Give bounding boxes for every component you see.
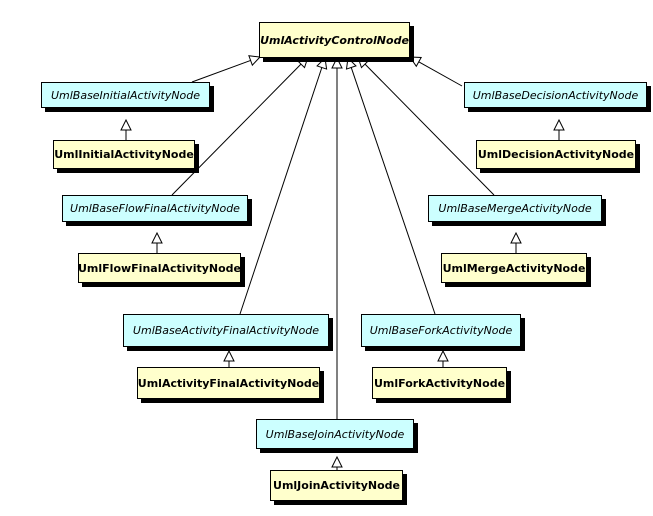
- class-uml-flow-final-activity-node[interactable]: UmlFlowFinalActivityNode: [78, 253, 241, 283]
- inheritance-arrowhead-merge: [510, 231, 522, 244]
- inheritance-arrowhead-base_initial: [248, 55, 262, 67]
- class-uml-join-activity-node[interactable]: UmlJoinActivityNode: [270, 470, 403, 501]
- inheritance-arrowhead-base_activity_final: [316, 56, 328, 70]
- inheritance-arrowhead-base_fork: [345, 56, 357, 70]
- inheritance-line-base_merge: [364, 63, 495, 196]
- inheritance-arrowhead-base_join: [331, 56, 343, 69]
- class-uml-base-activity-final-activity-node[interactable]: UmlBaseActivityFinalActivityNode: [123, 314, 329, 347]
- inheritance-line-base_flow_final: [171, 63, 302, 196]
- inheritance-arrowhead-flow_final: [151, 231, 163, 244]
- inheritance-arrowhead-activity_final: [223, 349, 235, 362]
- inheritance-line-base_decision: [418, 61, 463, 87]
- class-uml-base-flow-final-activity-node[interactable]: UmlBaseFlowFinalActivityNode: [62, 195, 248, 222]
- class-uml-base-initial-activity-node[interactable]: UmlBaseInitialActivityNode: [41, 82, 210, 108]
- inheritance-arrowhead-base_merge: [357, 56, 370, 69]
- inheritance-arrowhead-base_decision: [409, 56, 422, 68]
- inheritance-arrowhead-base_flow_final: [296, 56, 309, 69]
- inheritance-arrowhead-join: [331, 455, 343, 468]
- class-uml-activity-final-activity-node[interactable]: UmlActivityFinalActivityNode: [137, 367, 320, 399]
- class-uml-base-decision-activity-node[interactable]: UmlBaseDecisionActivityNode: [464, 82, 647, 108]
- inheritance-line-base_activity_final: [239, 67, 323, 315]
- class-uml-initial-activity-node[interactable]: UmlInitialActivityNode: [53, 140, 195, 169]
- inheritance-arrowhead-decision: [553, 118, 565, 131]
- class-uml-base-join-activity-node[interactable]: UmlBaseJoinActivityNode: [256, 419, 414, 449]
- inheritance-arrowhead-fork: [437, 349, 449, 362]
- class-uml-base-fork-activity-node[interactable]: UmlBaseForkActivityNode: [361, 314, 521, 347]
- inheritance-line-base_fork: [350, 67, 436, 315]
- class-uml-fork-activity-node[interactable]: UmlForkActivityNode: [372, 367, 507, 399]
- class-uml-activity-control-node[interactable]: UmlActivityControlNode: [259, 22, 410, 58]
- class-uml-merge-activity-node[interactable]: UmlMergeActivityNode: [441, 253, 587, 283]
- inheritance-line-base_initial: [191, 59, 251, 83]
- inheritance-arrowhead-initial: [120, 118, 132, 131]
- class-uml-base-merge-activity-node[interactable]: UmlBaseMergeActivityNode: [428, 195, 602, 222]
- class-uml-decision-activity-node[interactable]: UmlDecisionActivityNode: [476, 140, 636, 169]
